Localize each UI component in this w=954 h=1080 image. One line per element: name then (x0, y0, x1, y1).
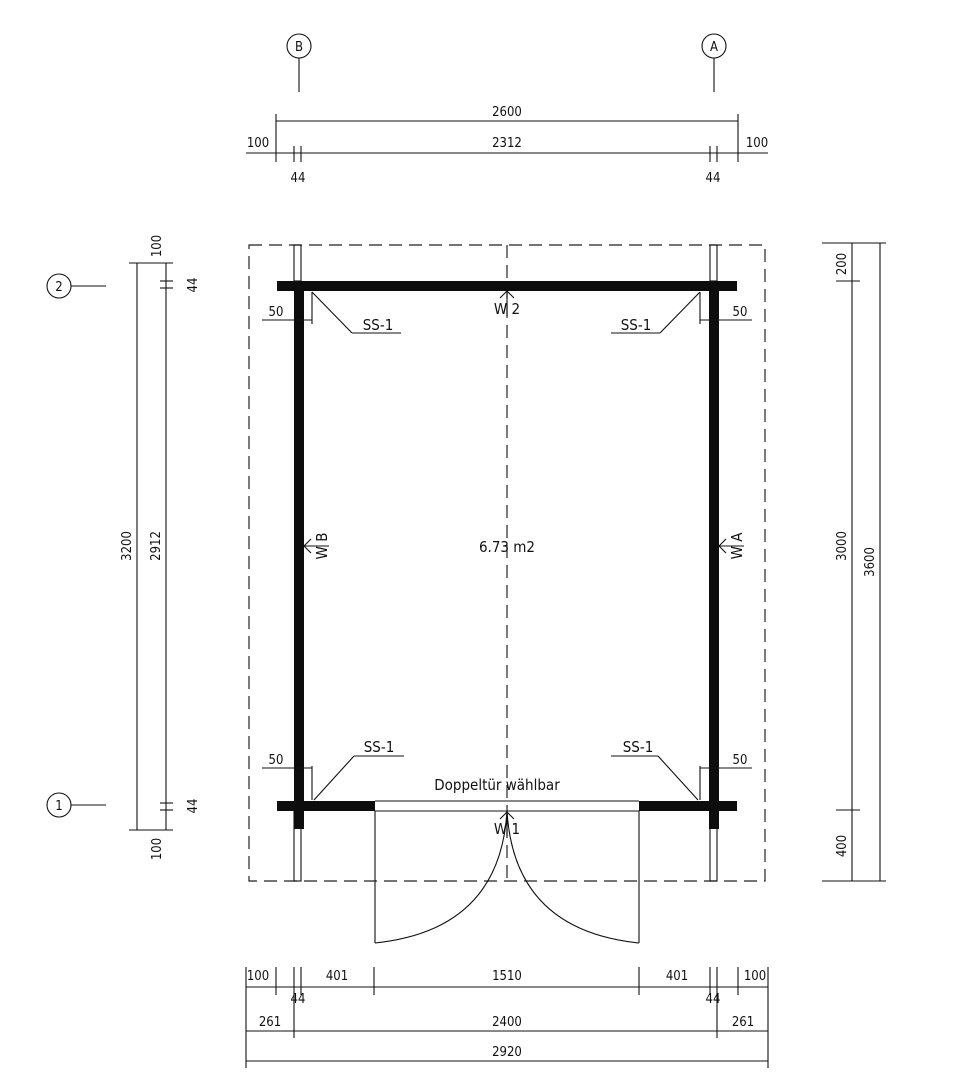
svg-text:SS-1: SS-1 (623, 738, 654, 756)
roof-outline (248, 244, 766, 882)
svg-text:50: 50 (269, 753, 284, 768)
dim-top-left: 100 (247, 136, 269, 151)
dim-left-total: 3200 (120, 531, 135, 561)
dim-top-beam-left: 44 (291, 171, 306, 186)
corner-tag-bottom-right: SS-1 50 (611, 738, 752, 801)
bottom-dimensions: 100 401 1510 401 100 44 44 261 2400 261 … (245, 967, 769, 1068)
wall-marker-right: W A (718, 532, 746, 560)
dim-bottom-100-left: 100 (247, 969, 269, 984)
wall-bottom-left (277, 801, 375, 811)
dim-bottom-total: 2920 (492, 1045, 522, 1060)
wall-marker-bottom: W 1 (494, 811, 520, 838)
svg-text:W B: W B (313, 533, 331, 560)
axis-marker-a: A (701, 33, 727, 92)
axis-marker-b: B (286, 33, 312, 92)
wall-bottom-right (639, 801, 737, 811)
dim-bottom-261-left: 261 (259, 1015, 281, 1030)
dim-left-bottom: 100 (150, 838, 165, 860)
svg-text:50: 50 (269, 305, 284, 320)
svg-text:SS-1: SS-1 (621, 316, 652, 334)
corner-tag-top-right: SS-1 50 (611, 291, 752, 334)
corner-tag-top-left: SS-1 50 (262, 291, 401, 334)
dim-top-beam-right: 44 (706, 171, 721, 186)
dim-right-bottom: 400 (835, 835, 850, 857)
double-door (374, 800, 640, 944)
wall-right (709, 281, 719, 829)
room-area-label: 6.73 m2 (479, 538, 535, 556)
corner-tag-bottom-left: SS-1 50 (262, 738, 404, 801)
svg-text:50: 50 (733, 753, 748, 768)
dim-right-top: 200 (835, 253, 850, 275)
svg-text:SS-1: SS-1 (364, 738, 395, 756)
walls (277, 281, 737, 829)
right-dimensions: 200 3000 3600 400 (822, 242, 886, 882)
dim-bottom-261-right: 261 (732, 1015, 754, 1030)
dim-left-top: 100 (150, 235, 165, 257)
dim-left-inner: 2912 (149, 531, 164, 561)
dim-bottom-beam-left: 44 (291, 992, 306, 1007)
dim-bottom-401-right: 401 (666, 969, 688, 984)
svg-text:2: 2 (55, 280, 62, 295)
dim-top-total: 2600 (492, 105, 522, 120)
dim-bottom-beam-right: 44 (706, 992, 721, 1007)
axis-marker-2: 2 (46, 273, 106, 299)
axis-marker-1: 1 (46, 792, 106, 818)
svg-text:1: 1 (55, 799, 62, 814)
dim-top-inner: 2312 (492, 136, 522, 151)
left-dimensions: 100 44 2912 3200 44 100 (120, 235, 201, 860)
wall-marker-left: W B (303, 533, 331, 560)
dim-top-right: 100 (746, 136, 768, 151)
dim-right-total: 3600 (863, 547, 878, 577)
wall-marker-top: W 2 (494, 290, 520, 318)
top-dimensions: 2600 2312 100 100 44 44 (246, 105, 768, 186)
dim-left-top-beam: 44 (186, 278, 201, 293)
wall-top (277, 281, 737, 291)
dim-bottom-2400: 2400 (492, 1015, 522, 1030)
svg-text:50: 50 (733, 305, 748, 320)
dim-bottom-door: 1510 (492, 969, 522, 984)
wall-left (294, 281, 304, 829)
svg-text:W A: W A (728, 532, 746, 560)
svg-text:A: A (710, 40, 718, 55)
dim-left-bottom-beam: 44 (186, 799, 201, 814)
svg-text:SS-1: SS-1 (363, 316, 394, 334)
svg-text:W 2: W 2 (494, 300, 520, 318)
dim-bottom-100-right: 100 (744, 969, 766, 984)
dim-right-inner: 3000 (835, 531, 850, 561)
dim-bottom-401-left: 401 (326, 969, 348, 984)
svg-text:W 1: W 1 (494, 820, 520, 838)
svg-text:B: B (295, 40, 303, 55)
door-note-label: Doppeltür wählbar (434, 776, 560, 794)
